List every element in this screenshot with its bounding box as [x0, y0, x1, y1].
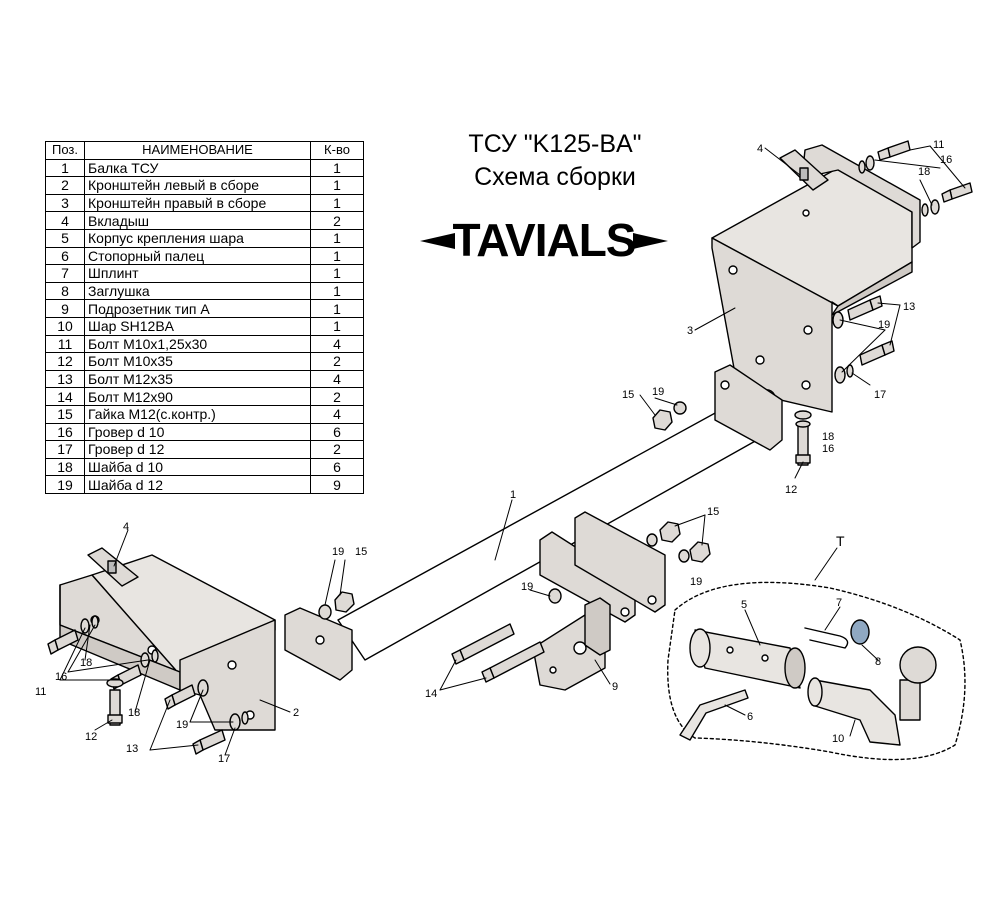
- callout-10: 10: [832, 733, 844, 745]
- callout-13-left: 13: [126, 743, 138, 755]
- towbar-ball-group: [667, 547, 966, 761]
- callout-19-b: 19: [878, 319, 890, 331]
- insert-left: [87, 547, 139, 587]
- socket-bracket: [532, 597, 611, 691]
- callout-19-a: 19: [652, 386, 664, 398]
- hardware: [47, 140, 973, 755]
- cell-qty: 2: [310, 387, 364, 406]
- cell-name: Шайба d 10: [84, 457, 311, 477]
- callout-5: 5: [741, 599, 747, 611]
- cell-name: Гайка М12(с.контр.): [84, 404, 311, 424]
- callout-19-d: 19: [332, 546, 344, 558]
- callout-18-right: 18: [918, 166, 930, 178]
- cell-name: Корпус крепления шара: [84, 228, 311, 248]
- leader-lines: [59, 145, 966, 756]
- callout-16-left: 16: [55, 671, 67, 683]
- cell-qty: 1: [310, 316, 364, 336]
- tavials-logo: TAVIALS: [420, 214, 668, 266]
- cell-qty: 1: [310, 176, 364, 195]
- left-bracket: [59, 554, 276, 731]
- callout-13-right: 13: [903, 301, 915, 313]
- callout-2: 2: [293, 707, 299, 719]
- callout-16-mid: 16: [822, 443, 834, 455]
- callout-t: T: [836, 533, 845, 549]
- callout-12-left: 12: [85, 731, 97, 743]
- cell-pos: 10: [45, 316, 85, 336]
- insert-right: [779, 149, 829, 191]
- cell-pos: 14: [45, 387, 85, 406]
- callout-18-left-b: 18: [128, 707, 140, 719]
- cell-name: Болт М12x35: [84, 369, 311, 389]
- callout-labels: 1 2 3 4 4 5 6 7 8 9 10 11 11 12 12 13 13…: [35, 139, 952, 765]
- callout-14: 14: [425, 688, 437, 700]
- logo-text: TAVIALS: [453, 214, 636, 266]
- callout-8: 8: [875, 656, 881, 668]
- callout-7: 7: [836, 597, 842, 609]
- callout-4-right: 4: [757, 143, 763, 155]
- cell-name: Шайба d 12: [84, 475, 311, 494]
- callout-17-left: 17: [218, 753, 230, 765]
- callout-18-left-a: 18: [80, 657, 92, 669]
- callout-15-b: 15: [707, 506, 719, 518]
- callout-17-right: 17: [874, 389, 886, 401]
- callout-11-right: 11: [933, 139, 944, 151]
- cell-pos: 19: [45, 475, 85, 494]
- callout-16-right: 16: [940, 154, 952, 166]
- callout-9: 9: [612, 681, 618, 693]
- cell-pos: 16: [45, 422, 85, 442]
- callout-4-left: 4: [123, 521, 129, 533]
- right-bracket: [711, 144, 921, 413]
- callout-19-e: 19: [521, 581, 533, 593]
- callout-1: 1: [510, 489, 516, 501]
- cell-name: Болт М10x1,25x30: [84, 334, 311, 354]
- page-subtitle: Схема сборки: [474, 163, 636, 191]
- main-beam: [284, 364, 783, 681]
- page-title: ТСУ "K125-BA": [468, 130, 642, 158]
- callout-15-c: 15: [355, 546, 367, 558]
- callout-15-a: 15: [622, 389, 634, 401]
- callout-19-f: 19: [176, 719, 188, 731]
- callout-19-c: 19: [690, 576, 702, 588]
- callout-12-right: 12: [785, 484, 797, 496]
- callout-3: 3: [687, 325, 693, 337]
- callout-11-left: 11: [35, 686, 46, 698]
- cell-qty: 9: [310, 475, 364, 494]
- callout-18-mid: 18: [822, 431, 834, 443]
- callout-6: 6: [747, 711, 753, 723]
